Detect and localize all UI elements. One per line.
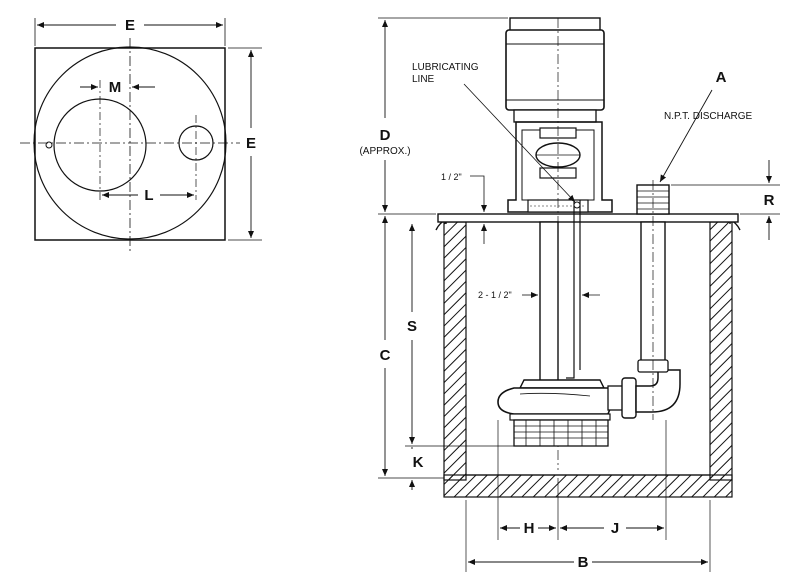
discharge-flange [621,377,637,419]
half-inch-label: 1 / 2" [441,172,462,182]
volute-base [509,413,611,421]
npt-discharge-leader [659,89,713,183]
dim-e-side-label: E [246,135,256,152]
dim-c-label: C [380,347,391,364]
lube-fitting [573,201,581,209]
pump-column [539,221,559,383]
dim-m-label: M [109,79,122,96]
dim-h-label: H [524,520,535,537]
volute-top [518,379,606,389]
volute-body [497,387,613,415]
motor-body [505,29,605,111]
strainer-grid [514,420,608,446]
lubricating-line-label: LUBRICATING [412,62,479,73]
motor-stand [507,121,613,213]
lubricating-line-label-2: LINE [412,74,435,85]
discharge-a-label: A [716,69,727,86]
vent-hole [45,141,53,149]
dim-l-label: L [144,187,153,204]
dim-b-label: B [578,554,589,571]
half-inch-leader [470,175,487,212]
npt-discharge-label: N.P.T. DISCHARGE [664,111,752,122]
dim-e-top-label: E [125,17,135,34]
dim-k-label: K [413,454,424,471]
two-half-inch-label: 2 - 1 / 2" [478,290,512,300]
lubricating-line-leader [463,83,576,203]
dim-d-note: (APPROX.) [359,146,410,157]
motor-flange [513,109,597,123]
elevation-view: D (APPROX.) C S K 1 / 2" 2 - 1 / 2" LUBR… [359,17,780,572]
basin-floor [443,474,733,498]
dim-s-label: S [407,318,417,335]
dim-j-label: J [611,520,619,537]
basin-wall-right [709,221,733,481]
suction-strainer [513,419,609,447]
cover-plate [437,213,739,223]
basin-wall-left [443,221,467,481]
dim-d-label: D [380,127,391,144]
dim-r-label: R [764,192,775,209]
discharge-elbow [635,369,681,413]
plan-view: E E M L [20,17,262,252]
